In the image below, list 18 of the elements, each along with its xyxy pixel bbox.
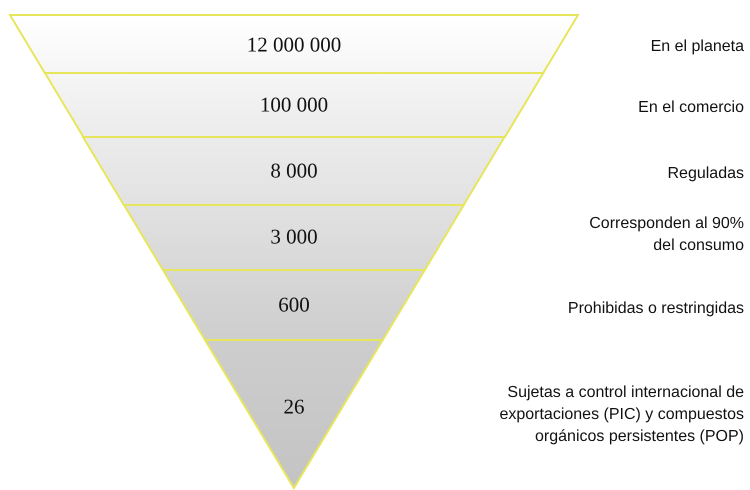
band-value: 3 000 — [270, 224, 318, 250]
pyramid-band — [44, 73, 544, 137]
band-caption: Corresponden al 90% del consumo — [588, 214, 744, 256]
band-caption: En el planeta — [650, 37, 744, 57]
band-caption: Prohibidas o restringidas — [566, 299, 744, 319]
band-value: 26 — [283, 394, 304, 420]
pyramid-band — [124, 205, 464, 270]
band-value: 600 — [278, 292, 310, 318]
band-caption: En el comercio — [637, 98, 744, 118]
band-caption: Reguladas — [666, 164, 744, 184]
band-caption: Sujetas a control internacional de exportaciones (PIC) y compuestos orgánicos persistentes (POP) — [498, 383, 744, 447]
band-value: 12 000 000 — [246, 32, 342, 58]
band-value: 8 000 — [270, 158, 318, 184]
pyramid-band — [163, 270, 425, 340]
band-value: 100 000 — [260, 92, 328, 118]
pyramid-band — [10, 15, 578, 73]
pyramid-band — [83, 137, 505, 205]
pyramid-band — [205, 340, 383, 488]
